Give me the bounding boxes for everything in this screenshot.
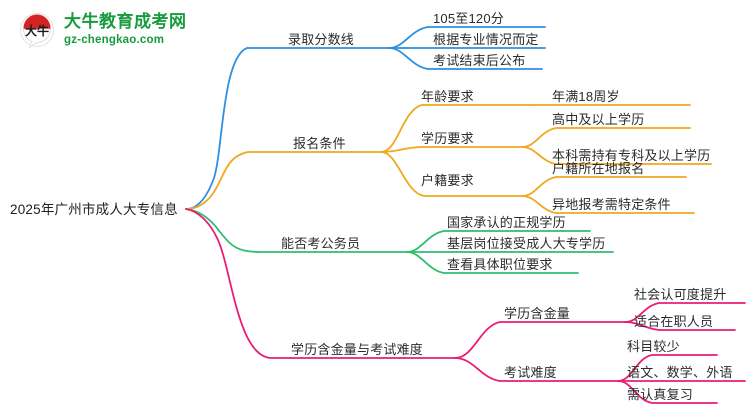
leaf-degree-value-0[interactable]: 社会认可度提升 [634,287,727,302]
leaf-admission-score-0[interactable]: 105至120分 [433,11,504,26]
leaf-exam-difficulty-1[interactable]: 语文、数学、外语 [627,365,733,380]
leaf-civil-service-exam-2[interactable]: 查看具体职位要求 [447,257,553,272]
leaf-household-requirement-1[interactable]: 异地报考需特定条件 [552,197,671,212]
connector-group-civil-service-exam [185,208,614,274]
subbranch-label-exam-difficulty[interactable]: 考试难度 [504,365,557,380]
branch-label-admission-score[interactable]: 录取分数线 [288,32,355,47]
subbranch-label-degree-value[interactable]: 学历含金量 [504,306,571,321]
subbranch-label-household-requirement[interactable]: 户籍要求 [421,173,474,188]
leaf-exam-difficulty-0[interactable]: 科目较少 [627,339,680,354]
branch-label-civil-service-exam[interactable]: 能否考公务员 [281,236,361,251]
leaf-civil-service-exam-0[interactable]: 国家承认的正规学历 [447,215,566,230]
leaf-degree-value-1[interactable]: 适合在职人员 [634,314,714,329]
mindmap-root-node[interactable]: 2025年广州市成人大专信息 [10,202,178,217]
branch-label-application-requirements[interactable]: 报名条件 [293,136,346,151]
daniu-speech-bubble-logo-icon: 大牛 [20,13,54,49]
site-logo[interactable]: 大牛 大牛教育成考网 gz-chengkao.com [18,10,228,54]
subbranch-label-education-requirement[interactable]: 学历要求 [421,131,474,146]
logo-title-en: gz-chengkao.com [64,34,165,46]
leaf-education-requirement-1[interactable]: 本科需持有专科及以上学历 [552,148,711,163]
subbranch-label-age-requirement[interactable]: 年龄要求 [421,89,474,104]
svg-text:大牛: 大牛 [25,23,49,38]
connector-group-application-requirements [185,104,712,214]
logo-title-cn: 大牛教育成考网 [64,12,187,31]
leaf-admission-score-1[interactable]: 根据专业情况而定 [433,32,539,47]
branch-label-degree-value-and-difficulty[interactable]: 学历含金量与考试难度 [291,342,424,357]
leaf-admission-score-2[interactable]: 考试结束后公布 [433,53,526,68]
leaf-age-requirement-0[interactable]: 年满18周岁 [552,89,620,104]
leaf-education-requirement-0[interactable]: 高中及以上学历 [552,112,645,127]
leaf-household-requirement-0[interactable]: 户籍所在地报名 [552,161,645,176]
connector-group-admission-score [185,26,546,210]
connector-group-degree-value-and-difficulty [185,208,746,404]
leaf-exam-difficulty-2[interactable]: 需认真复习 [627,387,694,402]
leaf-civil-service-exam-1[interactable]: 基层岗位接受成人大专学历 [447,236,606,251]
